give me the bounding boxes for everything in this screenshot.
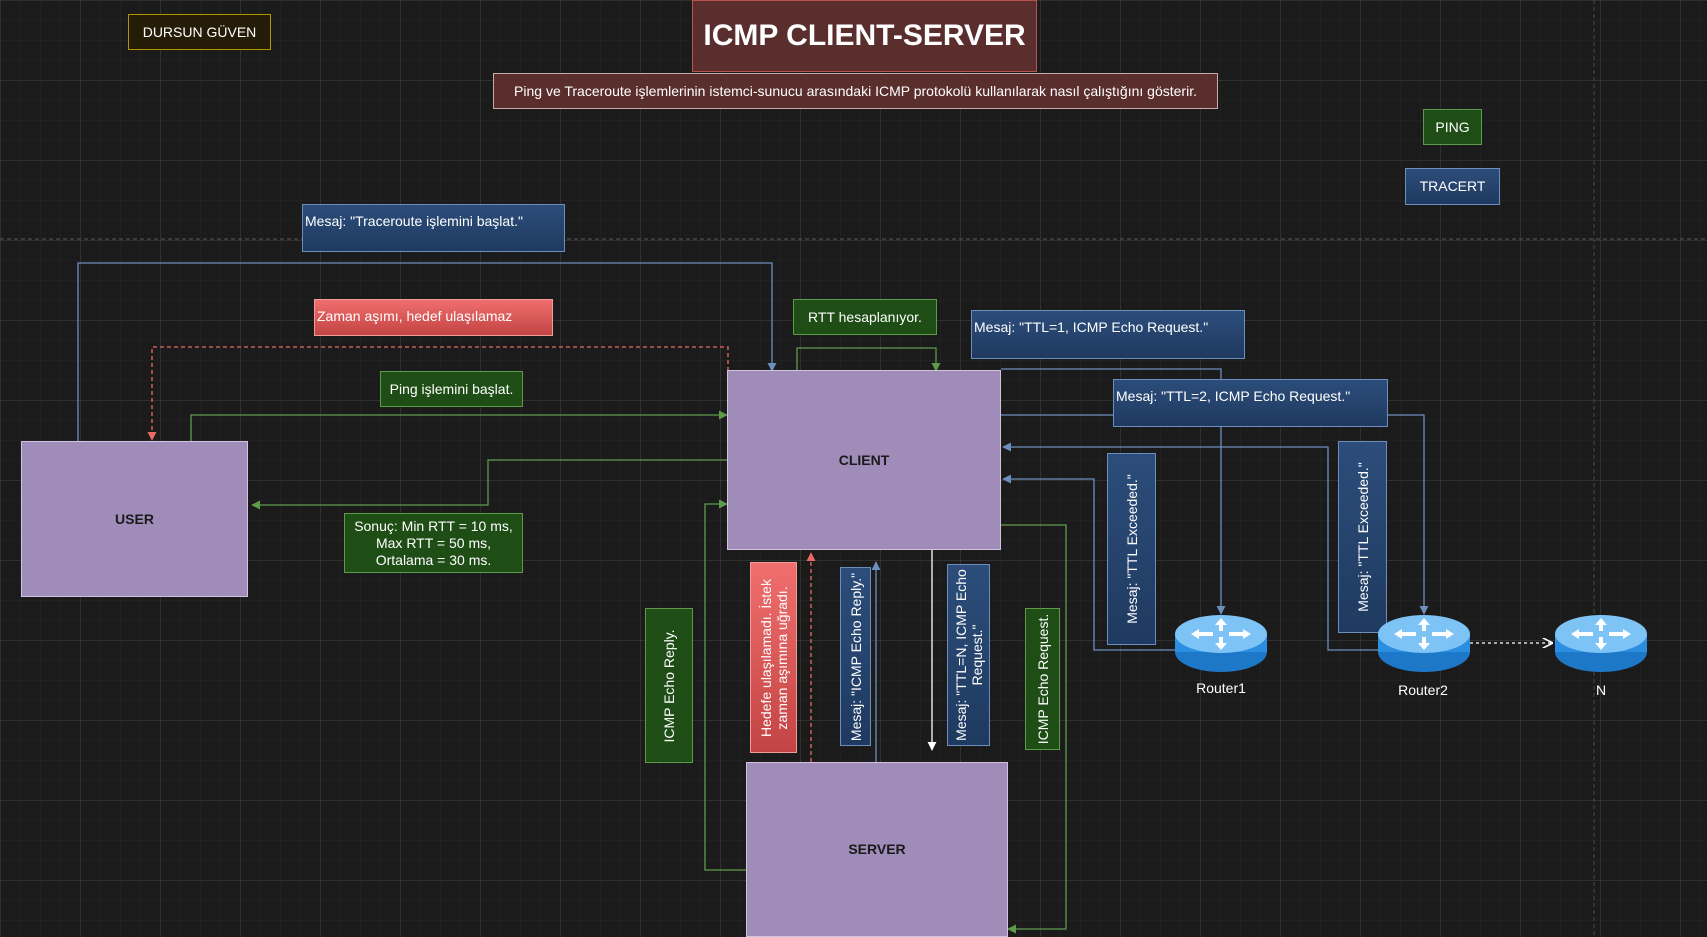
edge-client-user-timeout <box>147 346 729 441</box>
label-ttl-n: Mesaj: "TTL=N, ICMP Echo Request." <box>947 564 990 746</box>
page-subtitle: Ping ve Traceroute işlemlerinin istemci-… <box>493 73 1218 109</box>
router1-icon[interactable] <box>1173 612 1269 674</box>
edge-client-user-result <box>251 459 727 510</box>
author-label: DURSUN GÜVEN <box>128 14 271 50</box>
label-echo-request-green: ICMP Echo Request. <box>1025 608 1060 750</box>
edge-router2-client <box>1002 442 1378 651</box>
edge-client-rtt-loop <box>796 347 941 372</box>
label-ttl2: Mesaj: "TTL=2, ICMP Echo Request." <box>1113 379 1388 427</box>
label-ttl1: Mesaj: "TTL=1, ICMP Echo Request." <box>971 310 1245 359</box>
edge-router1-client <box>1002 474 1175 651</box>
node-server[interactable]: SERVER <box>746 762 1008 937</box>
label-traceroute-start: Mesaj: "Traceroute işlemini başlat." <box>302 204 565 252</box>
node-client[interactable]: CLIENT <box>727 370 1001 550</box>
label-ping-start: Ping işlemini başlat. <box>380 371 523 407</box>
label-echo-request-green-text: ICMP Echo Request. <box>1034 613 1051 745</box>
label-unreachable-text: Hedefe ulaşılamadı. İstek zaman aşımına … <box>757 578 790 737</box>
router1-label: Router1 <box>1196 680 1246 696</box>
label-unreachable: Hedefe ulaşılamadı. İstek zaman aşımına … <box>750 562 797 753</box>
label-ttl-n-text: Mesaj: "TTL=N, ICMP Echo Request." <box>952 569 985 741</box>
label-echo-reply-msg: Mesaj: "ICMP Echo Reply." <box>840 567 871 746</box>
router-n-label: N <box>1595 682 1607 698</box>
label-echo-reply-green-text: ICMP Echo Reply. <box>661 628 677 743</box>
node-user[interactable]: USER <box>21 441 248 597</box>
label-echo-reply-msg-text: Mesaj: "ICMP Echo Reply." <box>847 572 864 741</box>
page-title: ICMP CLIENT-SERVER <box>692 0 1037 72</box>
edge-client-router1 <box>1001 368 1226 615</box>
label-timeout: Zaman aşımı, hedef ulaşılamaz <box>314 299 553 336</box>
label-rtt: RTT hesaplanıyor. <box>793 299 937 335</box>
router2-label: Router2 <box>1398 682 1448 698</box>
legend-ping: PING <box>1423 109 1482 145</box>
label-ttl-exceeded-1: Mesaj: "TTL Exceeded." <box>1107 453 1156 645</box>
label-result: Sonuç: Min RTT = 10 ms, Max RTT = 50 ms,… <box>344 513 523 573</box>
router2-icon[interactable] <box>1376 612 1472 674</box>
edge-server-client-reply-green <box>704 499 746 871</box>
label-ttl-exceeded-1-text: Mesaj: "TTL Exceeded." <box>1123 474 1140 624</box>
label-ttl-exceeded-2-text: Mesaj: "TTL Exceeded." <box>1354 462 1371 612</box>
legend-tracert: TRACERT <box>1405 168 1500 205</box>
edge-user-client-traceroute <box>77 262 777 441</box>
router-n-icon[interactable] <box>1553 612 1649 674</box>
edge-user-client-ping <box>190 410 728 441</box>
edge-client-server-request-green <box>1001 524 1067 934</box>
label-ttl-exceeded-2: Mesaj: "TTL Exceeded." <box>1338 441 1387 633</box>
label-echo-reply-green: ICMP Echo Reply. <box>645 608 693 763</box>
